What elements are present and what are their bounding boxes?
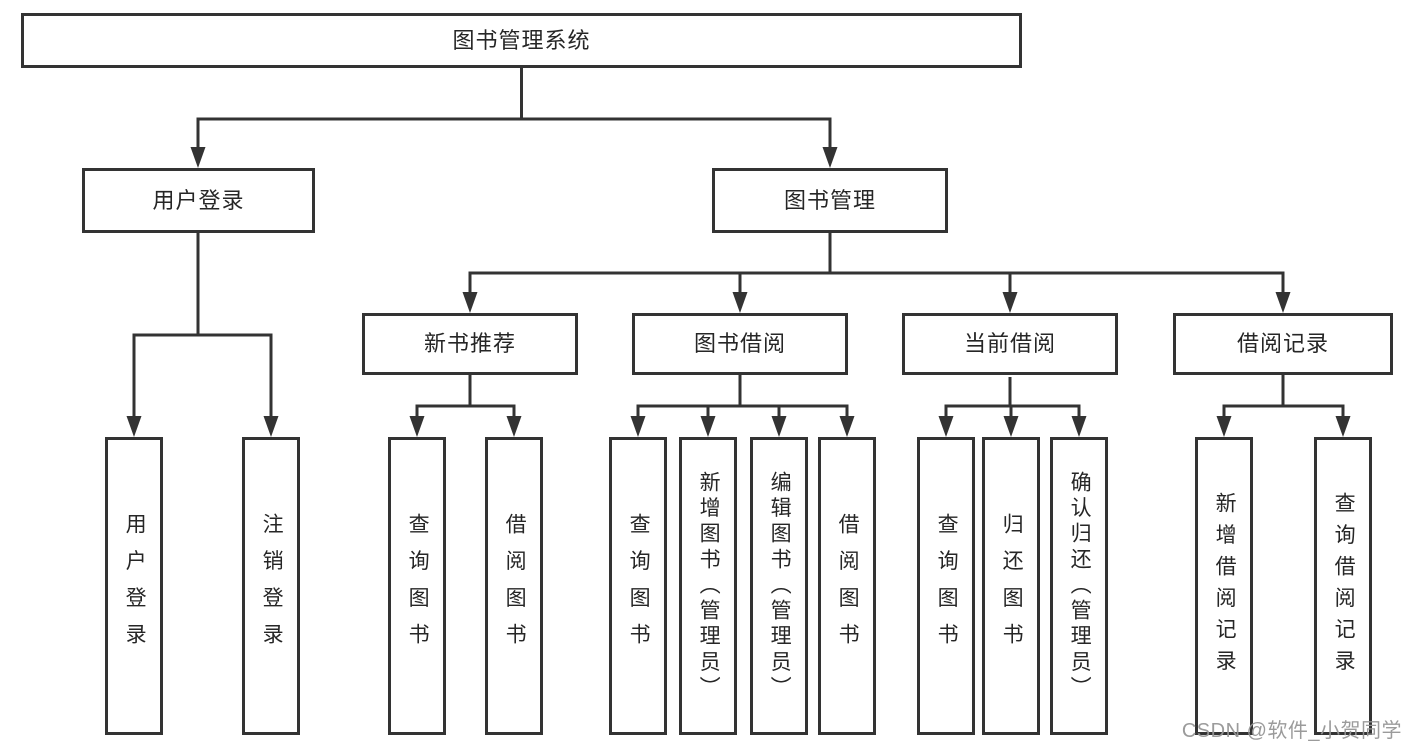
node-book-management: 图书管理 <box>712 168 948 233</box>
leaf-user-login: 用户登录 <box>105 437 163 735</box>
leaf-search-books-borrowing: 查询图书 <box>609 437 667 735</box>
leaf-edit-books-admin: 编辑图书（管理员） <box>750 437 808 735</box>
node-new-book-recommend: 新书推荐 <box>362 313 578 375</box>
leaf-add-borrow-record: 新增借阅记录 <box>1195 437 1253 735</box>
node-book-borrowing: 图书借阅 <box>632 313 848 375</box>
leaf-borrow-books-recommend: 借阅图书 <box>485 437 543 735</box>
leaf-search-books-current: 查询图书 <box>917 437 975 735</box>
node-user-login: 用户登录 <box>82 168 315 233</box>
node-borrow-records: 借阅记录 <box>1173 313 1393 375</box>
csdn-watermark: CSDN @软件_小贺同学 <box>1181 720 1402 742</box>
leaf-logout: 注销登录 <box>242 437 300 735</box>
leaf-search-borrow-record: 查询借阅记录 <box>1314 437 1372 735</box>
node-root-library-system: 图书管理系统 <box>21 13 1022 68</box>
leaf-confirm-return-admin: 确认归还（管理员） <box>1050 437 1108 735</box>
node-current-borrowing: 当前借阅 <box>902 313 1118 375</box>
leaf-search-books-recommend: 查询图书 <box>388 437 446 735</box>
leaf-add-books-admin: 新增图书（管理员） <box>679 437 737 735</box>
leaf-borrow-books: 借阅图书 <box>818 437 876 735</box>
leaf-return-books: 归还图书 <box>982 437 1040 735</box>
